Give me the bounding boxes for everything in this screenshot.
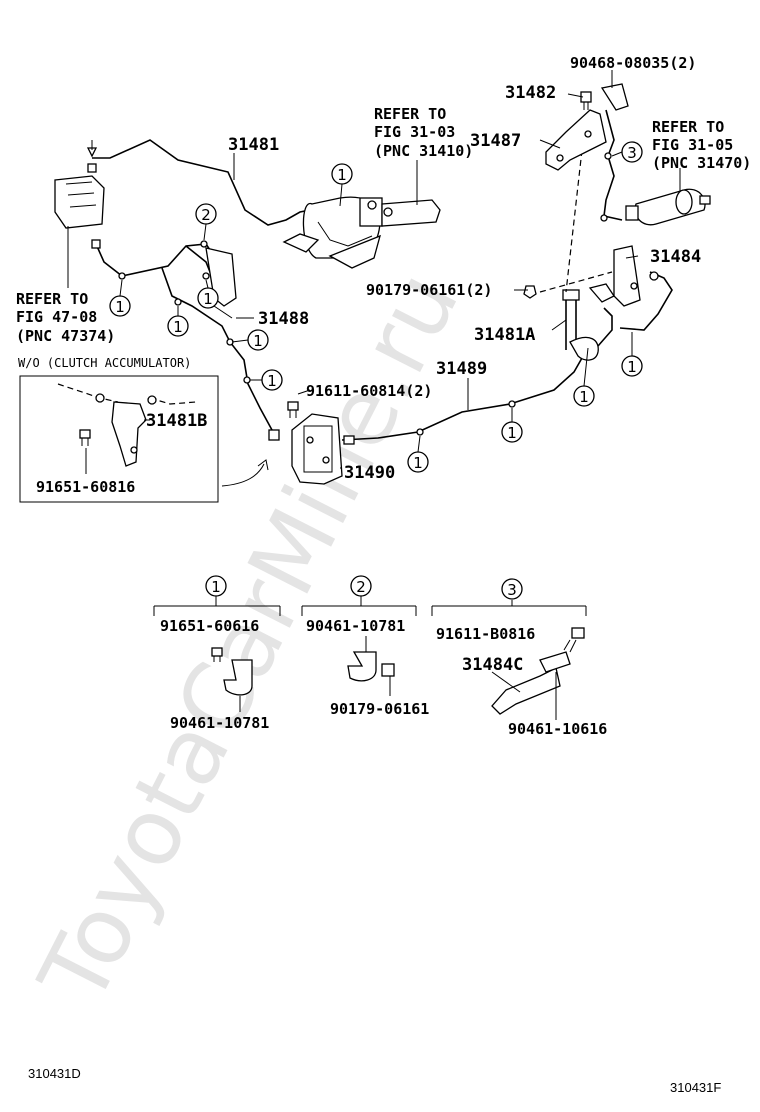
callout-group: 1 2 1 1 1 1 1 1 1 1 1 3 1 2 3	[109, 141, 643, 600]
label-31489: 31489	[436, 359, 487, 379]
bracket-31490-icon	[291, 413, 343, 485]
bolt-icon	[211, 647, 223, 657]
label-90179: 90179-06161(2)	[366, 281, 492, 299]
footer-left-code: 310431D	[28, 1066, 81, 1081]
svg-text:REFER TO: REFER TO	[374, 105, 446, 123]
master-cylinder-icon	[282, 196, 441, 269]
callout-number: 1	[337, 166, 347, 184]
label-31488: 31488	[258, 309, 309, 329]
label-31487: 31487	[470, 131, 521, 151]
callout-number: 3	[627, 144, 637, 162]
kit3-top-label: 91611-B0816	[436, 625, 535, 643]
callout-leader	[611, 151, 623, 157]
inset-title: W/O (CLUTCH ACCUMULATOR)	[18, 356, 191, 370]
inset-box	[19, 375, 219, 503]
callout-number: 1	[203, 290, 213, 308]
hose-31481A-icon	[562, 289, 599, 361]
kit-3: 91611-B0816 31484C 90461-10616	[431, 600, 607, 738]
bolt-91611-icon	[287, 401, 299, 418]
callout-number: 2	[356, 578, 366, 596]
callout-number: 1	[253, 332, 263, 350]
inset-arrow-icon	[221, 463, 265, 487]
callout-leader	[203, 223, 207, 241]
bolt-31482-icon	[580, 91, 592, 110]
svg-text:(PNC 47374): (PNC 47374)	[16, 327, 115, 345]
label-31481: 31481	[228, 135, 279, 155]
label-91651-inset: 91651-60816	[36, 478, 135, 496]
bracket-31484-icon	[613, 245, 641, 307]
svg-text:FIG 47-08: FIG 47-08	[16, 308, 97, 326]
callout-number: 1	[211, 578, 221, 596]
svg-text:FIG 31-05: FIG 31-05	[652, 136, 733, 154]
bolt-icon	[86, 140, 98, 173]
inset-bracket-icon	[57, 383, 197, 467]
callout-number: 1	[115, 298, 125, 316]
callout-leader	[119, 279, 123, 297]
watermark: ToyotaCarMine.ru	[19, 255, 480, 1021]
bolt-icon	[563, 627, 585, 653]
slave-cylinder-icon	[625, 188, 711, 226]
label-31484: 31484	[650, 247, 701, 267]
kit3-bottom-label: 90461-10616	[508, 720, 607, 738]
kit2-bottom-label: 90179-06161	[330, 700, 429, 718]
label-31482: 31482	[505, 83, 556, 103]
ref-fig-31-03: REFER TO FIG 31-03 (PNC 31410)	[374, 105, 473, 160]
label-91611: 91611-60814(2)	[306, 382, 432, 400]
label-31481A: 31481A	[474, 325, 535, 345]
kit-1: 91651-60616 90461-10781	[153, 596, 281, 732]
callout-number: 1	[507, 424, 517, 442]
callout-leader	[339, 183, 343, 207]
kit1-bottom-label: 90461-10781	[170, 714, 269, 732]
ref-fig-31-05: REFER TO FIG 31-05 (PNC 31470)	[652, 118, 751, 172]
ref-fig-47-08: REFER TO FIG 47-08 (PNC 47374)	[16, 290, 115, 345]
pipe-31488	[95, 243, 219, 293]
svg-text:(PNC 31410): (PNC 31410)	[374, 142, 473, 160]
svg-text:REFER TO: REFER TO	[652, 118, 724, 136]
label-31490: 31490	[344, 463, 395, 483]
callout-circle-icon	[501, 578, 523, 600]
pipe-31481	[92, 139, 321, 226]
callout-number: 1	[267, 372, 277, 390]
bracket-47374-icon	[54, 175, 105, 229]
nut-icon	[381, 663, 395, 677]
clip-icon	[223, 659, 253, 696]
kit2-top-label: 90461-10781	[306, 617, 405, 635]
callout-number: 2	[201, 206, 211, 224]
callout-number: 3	[507, 581, 517, 599]
bracket-31487-icon	[545, 109, 607, 171]
label-90468: 90468-08035(2)	[570, 54, 696, 72]
callout-number: 1	[173, 318, 183, 336]
callout-leader	[205, 279, 209, 289]
kit-2: 90461-10781 90179-06161	[301, 596, 429, 718]
callout-leader	[583, 347, 589, 387]
clip-90468-icon	[600, 83, 629, 111]
callout-number: 1	[627, 358, 637, 376]
kit1-top-label: 91651-60616	[160, 617, 259, 635]
callout-number: 1	[579, 388, 589, 406]
svg-text:REFER TO: REFER TO	[16, 290, 88, 308]
label-31481B: 31481B	[146, 411, 207, 431]
clip-icon	[347, 651, 377, 682]
svg-text:(PNC 31470): (PNC 31470)	[652, 154, 751, 172]
callout-number: 1	[413, 454, 423, 472]
callout-leader	[417, 435, 421, 453]
callout-leader	[231, 339, 249, 343]
pipe-31489	[341, 343, 591, 441]
bracket-31484C-icon	[491, 667, 561, 715]
svg-text:FIG 31-03: FIG 31-03	[374, 123, 455, 141]
kit3-mid-label: 31484C	[462, 655, 523, 675]
footer-right-code: 310431F	[670, 1080, 721, 1095]
